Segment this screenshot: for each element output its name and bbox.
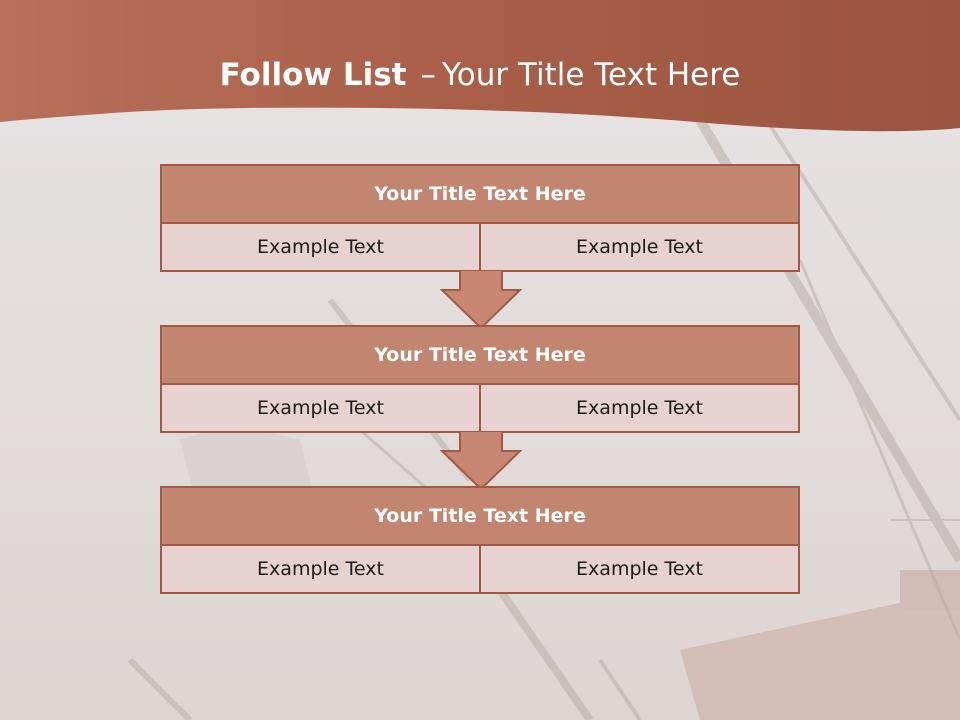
step-row: Example Text Example Text xyxy=(162,546,798,592)
step-row: Example Text Example Text xyxy=(162,385,798,431)
title-dash: – xyxy=(420,57,436,93)
step-row: Example Text Example Text xyxy=(162,224,798,270)
down-arrow-icon xyxy=(440,270,522,330)
step-title: Your Title Text Here xyxy=(162,166,798,224)
slide-title: Follow List–Your Title Text Here xyxy=(0,52,960,98)
step-cell-left: Example Text xyxy=(257,558,384,580)
step-block-1: Your Title Text Here Example Text Exampl… xyxy=(160,164,800,272)
step-cell-right: Example Text xyxy=(479,224,798,270)
step-cell-right: Example Text xyxy=(479,385,798,431)
step-cell-right: Example Text xyxy=(479,546,798,592)
step-block-2: Your Title Text Here Example Text Exampl… xyxy=(160,325,800,433)
step-title: Your Title Text Here xyxy=(162,327,798,385)
step-block-3: Your Title Text Here Example Text Exampl… xyxy=(160,486,800,594)
title-banner xyxy=(0,0,960,132)
step-cell-left: Example Text xyxy=(257,397,384,419)
title-bold-text: Follow List xyxy=(219,57,407,93)
step-title: Your Title Text Here xyxy=(162,488,798,546)
down-arrow-icon xyxy=(440,431,522,491)
step-cell-left: Example Text xyxy=(257,236,384,258)
title-rest-text: Your Title Text Here xyxy=(441,57,741,93)
